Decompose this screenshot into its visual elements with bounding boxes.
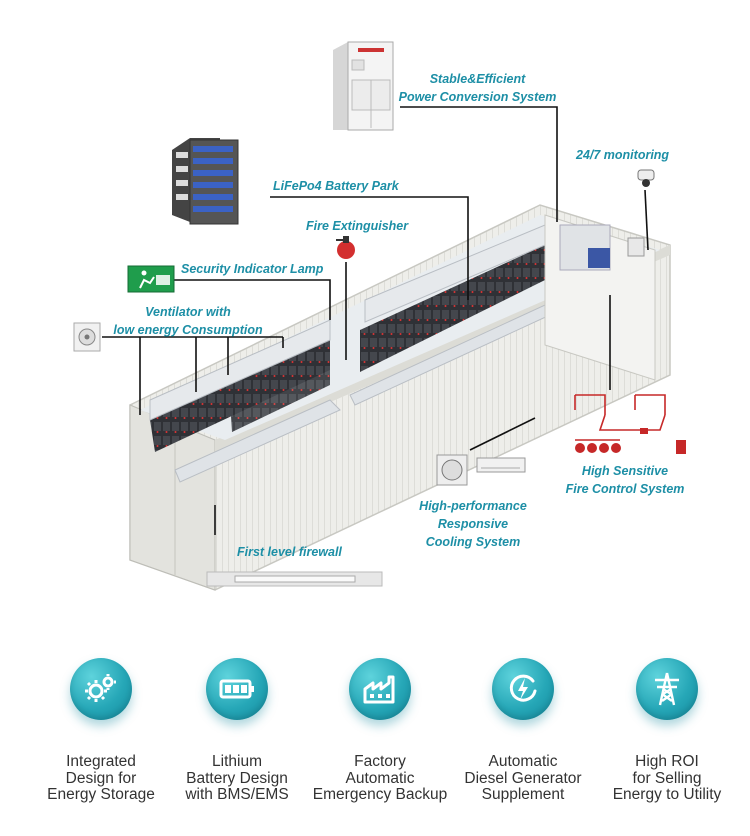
fire-control-callout-line2: Fire Control System	[565, 482, 685, 496]
feature-line: Automatic	[488, 753, 558, 770]
feature-factory-backup: Factory Automatic Emergency Backup	[305, 658, 455, 804]
ventilator-icon	[73, 322, 101, 352]
feature-line: Integrated	[66, 753, 136, 770]
battery-racks	[149, 224, 551, 483]
feature-line: High ROI	[635, 753, 699, 770]
cooling-callout-line2: Responsive	[437, 517, 509, 531]
security-lamp-callout: Security Indicator Lamp	[181, 262, 324, 276]
feature-icon-badge	[70, 658, 132, 720]
exit-sign-icon	[127, 265, 175, 293]
pcs-callout: Stable&Efficient Power Conversion System	[395, 70, 560, 106]
feature-icon-badge	[206, 658, 268, 720]
battery-park-callout: LiFePo4 Battery Park	[273, 179, 399, 193]
firewall-detail-icon	[206, 571, 383, 587]
pcs-callout-line1: Stable&Efficient	[429, 72, 526, 86]
feature-high-roi: High ROI for Selling Energy to Utility	[592, 658, 742, 804]
pcs-cabinet-icon	[333, 41, 394, 131]
camera-icon	[637, 169, 655, 187]
cooling-callout-line1: High-performance	[419, 499, 527, 513]
cooling-unit-icon	[436, 454, 526, 486]
lightning-icon	[509, 674, 537, 702]
feature-icon-badge	[349, 658, 411, 720]
feature-text: Automatic Diesel Generator Supplement	[448, 753, 598, 804]
feature-icon-badge	[636, 658, 698, 720]
container-diagram	[73, 41, 686, 591]
fire-extinguisher-icon	[336, 236, 355, 259]
cooling-callout-line3: Cooling System	[425, 535, 521, 549]
feature-line: Lithium	[212, 753, 262, 770]
feature-text: High ROI for Selling Energy to Utility	[592, 753, 742, 804]
ventilator-callout-line2: low energy Consumption	[113, 323, 263, 337]
ventilator-callout: Ventilator with low energy Consumption	[108, 303, 268, 339]
pcs-callout-line2: Power Conversion System	[398, 90, 557, 104]
feature-diesel-generator: Automatic Diesel Generator Supplement	[448, 658, 598, 804]
feature-line: for Selling	[632, 769, 702, 787]
control-room	[544, 214, 656, 381]
monitoring-callout: 24/7 monitoring	[576, 148, 670, 162]
feature-integrated-design: Integrated Design for Energy Storage	[26, 658, 176, 804]
feature-line: Design for	[65, 769, 137, 787]
gears-icon	[85, 674, 116, 702]
power-tower-icon	[655, 672, 679, 706]
feature-text: Lithium Battery Design with BMS/EMS	[162, 753, 312, 804]
feature-line: Energy Storage	[47, 786, 155, 803]
feature-line: Supplement	[481, 786, 565, 803]
factory-icon	[363, 675, 395, 704]
battery-rack-icon	[172, 138, 239, 225]
cooling-callout: High-performance Responsive Cooling Syst…	[410, 497, 536, 551]
feature-line: Diesel Generator	[464, 769, 582, 787]
feature-line: Energy to Utility	[612, 786, 722, 803]
feature-text: Factory Automatic Emergency Backup	[305, 753, 455, 804]
ventilator-callout-line1: Ventilator with	[145, 305, 231, 319]
fire-control-callout-line1: High Sensitive	[581, 464, 669, 478]
battery-icon	[219, 679, 254, 699]
fire-extinguisher-callout: Fire Extinguisher	[306, 219, 409, 233]
feature-line: Factory	[354, 753, 406, 770]
feature-lithium-battery: Lithium Battery Design with BMS/EMS	[162, 658, 312, 804]
firewall-callout: First level firewall	[237, 545, 342, 559]
fire-control-icon	[574, 394, 666, 441]
feature-icon-badge	[492, 658, 554, 720]
feature-line: Emergency Backup	[312, 786, 448, 803]
feature-line: with BMS/EMS	[185, 786, 289, 803]
feature-line: Automatic	[345, 769, 415, 787]
feature-line: Battery Design	[186, 769, 288, 787]
callout-lines	[102, 106, 649, 535]
fire-control-callout: High Sensitive Fire Control System	[563, 462, 687, 498]
feature-text: Integrated Design for Energy Storage	[26, 753, 176, 804]
